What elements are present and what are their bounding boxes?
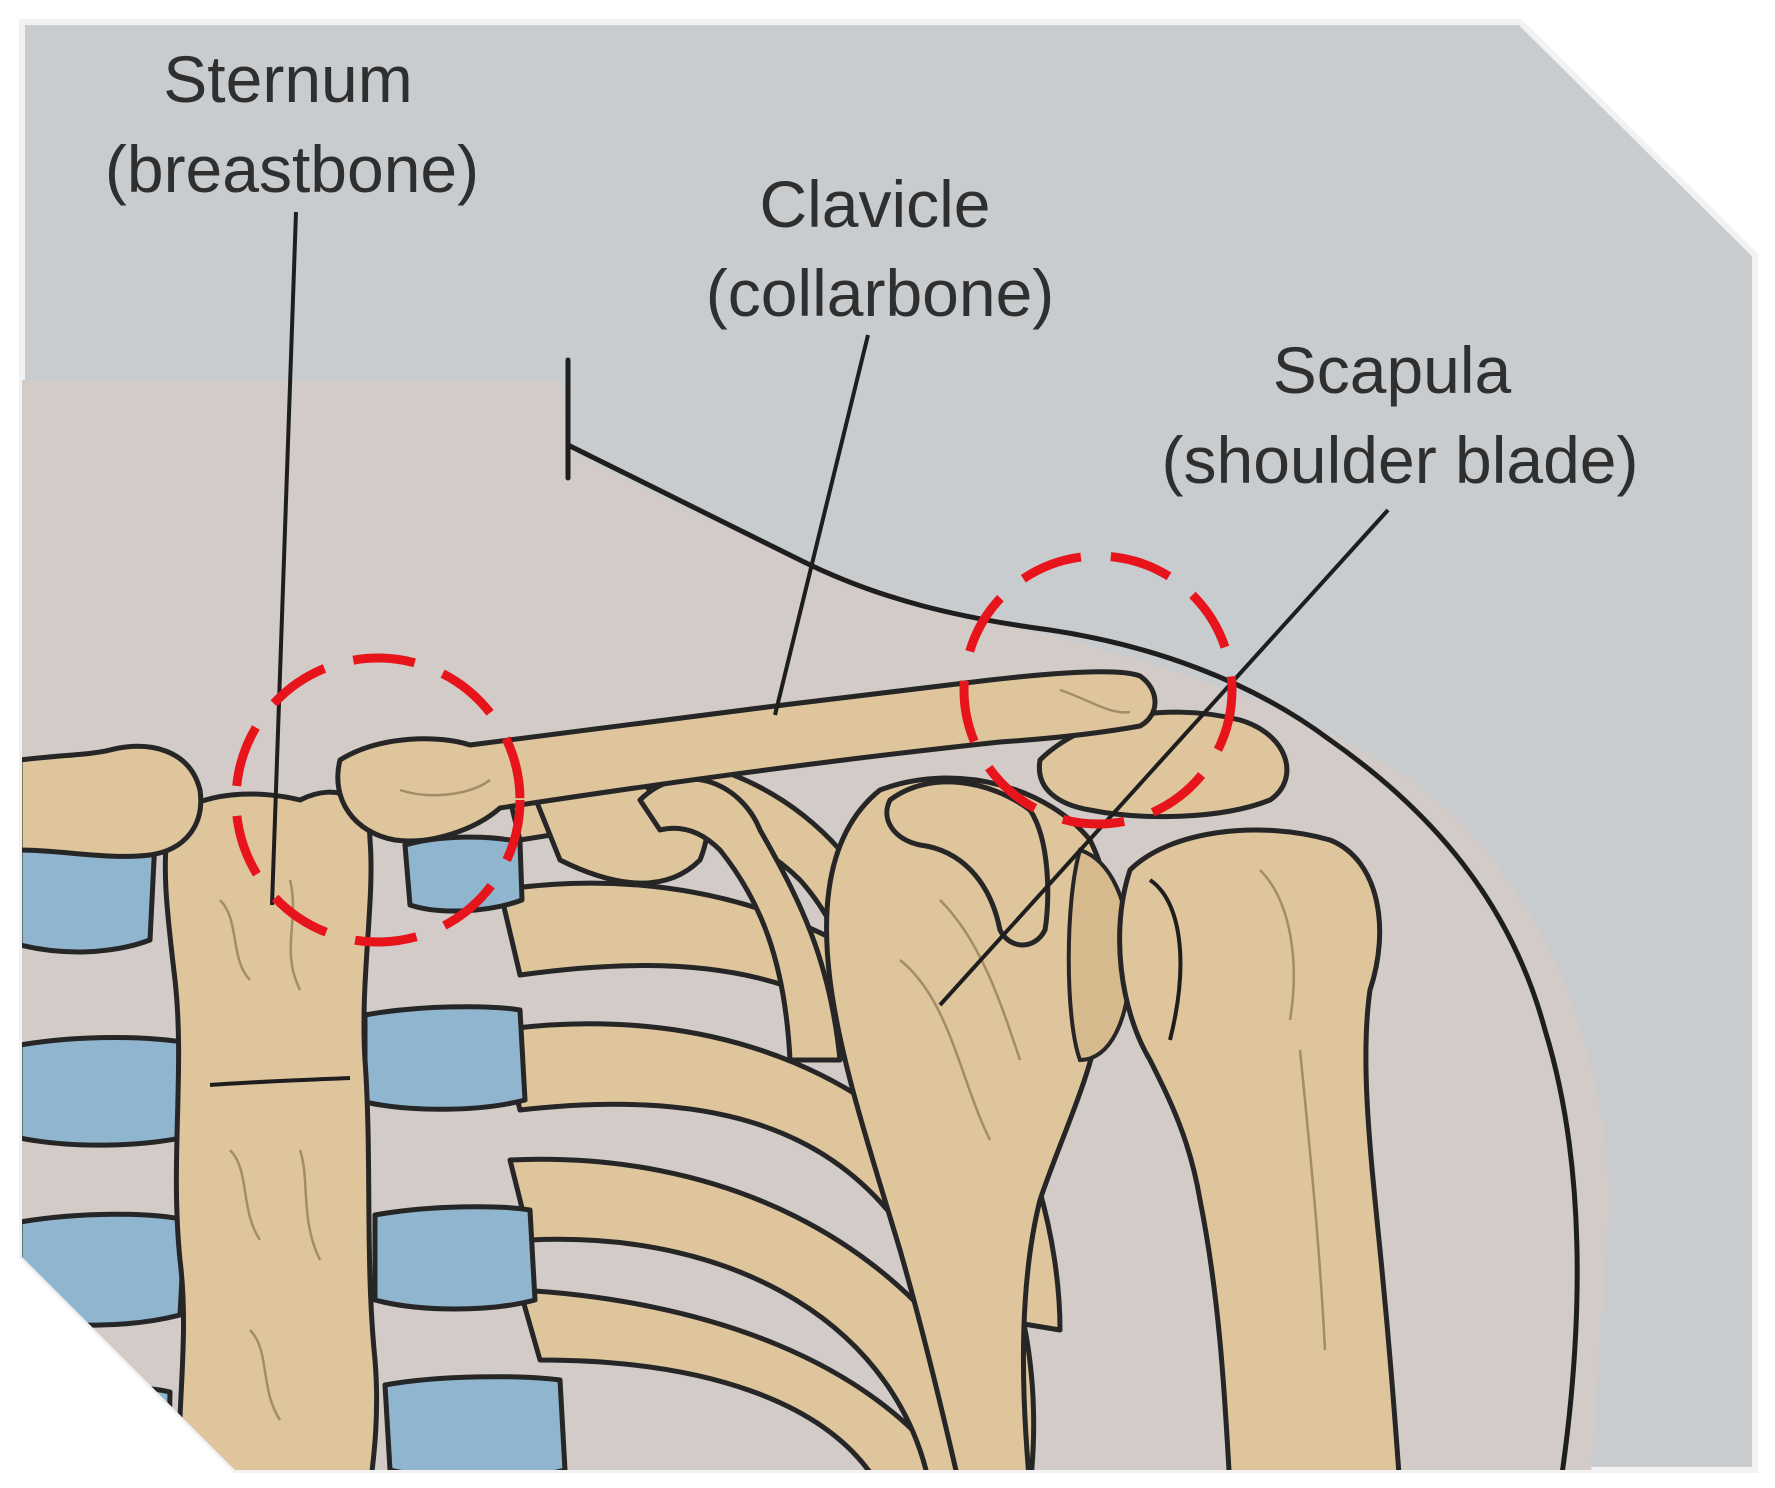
cartilage-left-3 bbox=[20, 1214, 185, 1325]
cartilage-right-3 bbox=[375, 1207, 535, 1309]
sternum-label: Sternum bbox=[163, 42, 412, 116]
cartilage-right-1 bbox=[405, 837, 522, 911]
scapula-sublabel: (shoulder blade) bbox=[1162, 423, 1639, 497]
clavicle-left-end bbox=[20, 746, 201, 856]
cartilage-right-2 bbox=[365, 1007, 525, 1110]
scapula-label: Scapula bbox=[1273, 333, 1512, 407]
clavicle-sublabel: (collarbone) bbox=[706, 256, 1055, 330]
clavicle-label: Clavicle bbox=[759, 167, 990, 241]
cartilage-left-4 bbox=[20, 1387, 170, 1488]
sternum-sublabel: (breastbone) bbox=[105, 132, 479, 206]
cartilage-left-2 bbox=[20, 1038, 200, 1146]
cartilage-right-4 bbox=[385, 1377, 565, 1479]
